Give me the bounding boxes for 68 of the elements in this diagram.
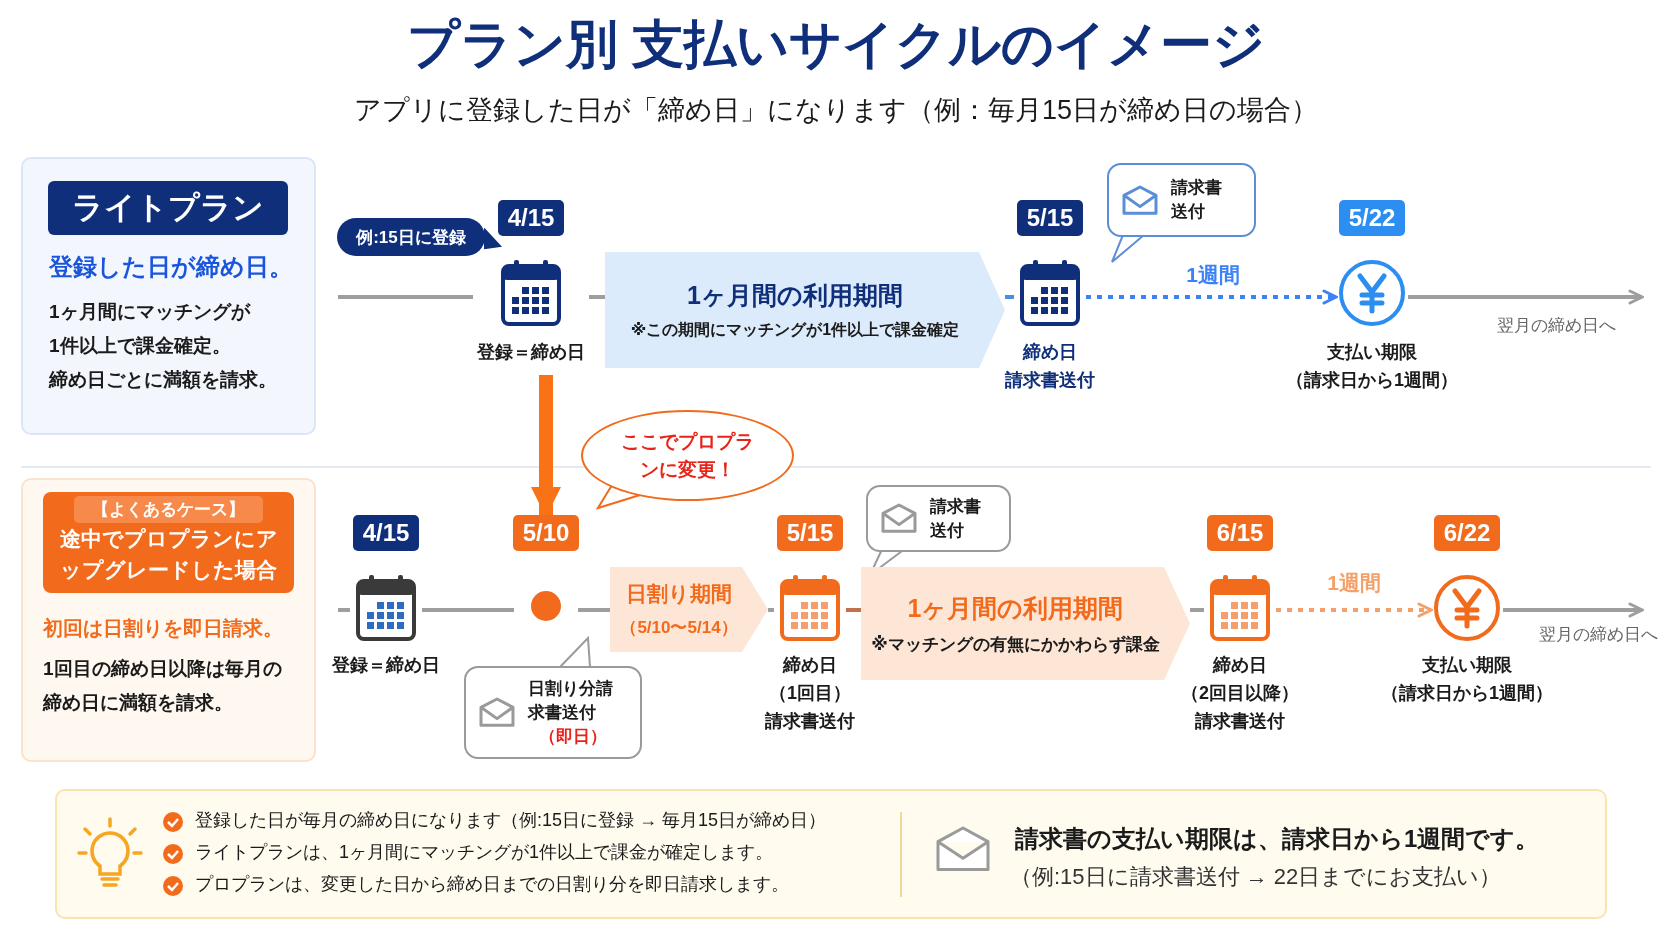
connector-line — [422, 608, 514, 612]
connector-line — [578, 608, 610, 612]
body-text: 締め日ごとに満額を請求。 — [49, 368, 278, 392]
period-title: 1ヶ月間の利用期間 — [907, 592, 1124, 624]
plan-panel — [21, 157, 316, 435]
body-text: 1回目の締め日以降は毎月の締め日に満額を請求。 — [43, 657, 283, 715]
connector-line — [338, 608, 350, 612]
thick-arrow — [531, 375, 561, 517]
caption-text: 締め日 — [783, 654, 837, 677]
bubble-text: 請求書送付 — [1171, 177, 1223, 223]
caption-text: 登録＝締め日 — [332, 654, 440, 677]
arrow — [1503, 602, 1644, 618]
connector-line — [768, 608, 774, 612]
caption-text: 請求書送付 — [1005, 369, 1095, 392]
note-text: ライトプランは、1ヶ月間にマッチングが1件以上で課金が確定します。 — [195, 841, 774, 864]
note-text: プロプランは、変更した日から締め日までの日割り分を即日請求します。 — [195, 873, 789, 896]
date-badge: 5/10 — [512, 515, 580, 551]
date-badge: 6/22 — [1433, 515, 1501, 551]
period-banner — [610, 567, 768, 652]
caption-text: （請求日から1週間） — [1381, 682, 1553, 705]
connector-line — [589, 295, 605, 299]
connector-line — [338, 295, 473, 299]
caption-text: （2回目以降） — [1181, 682, 1299, 705]
highlight-text: 登録した日が締め日。 — [49, 252, 294, 282]
caption-text: 請求書送付 — [1195, 710, 1285, 733]
speech-bubble — [464, 666, 642, 759]
note-text: 請求書の支払い期限は、請求日から1週間です。 — [1015, 824, 1540, 854]
body-text: 1ヶ月間にマッチングが1件以上で課金確定。 — [49, 300, 252, 358]
arrow — [1276, 602, 1433, 618]
note-text: （例:15日に請求書送付 → 22日までにお支払い） — [1010, 863, 1502, 891]
note-text: （5/10〜5/14） — [620, 617, 738, 639]
caption-text: （請求日から1週間） — [1286, 369, 1458, 392]
bubble-text: 日割り分請求書送付 — [528, 677, 614, 724]
date-badge: 5/15 — [776, 515, 844, 551]
period-banner — [861, 567, 1190, 680]
period-title: 1ヶ月間の利用期間 — [687, 280, 903, 311]
caption-text: 支払い期限 — [1422, 654, 1512, 677]
caption-text: 支払い期限 — [1327, 341, 1417, 364]
date-badge: 5/15 — [1016, 200, 1084, 236]
case-panel — [21, 478, 316, 762]
caption-text: 登録＝締め日 — [477, 341, 585, 364]
heading-text: 途中でプロプランにアップグレードした場合 — [58, 526, 279, 583]
connector-line — [846, 608, 861, 612]
bubble-text: ここでプロプランに変更！ — [620, 429, 755, 482]
plan-badge: ライトプラン — [48, 181, 288, 235]
highlight-text: 初回は日割りを即日請求。 — [43, 616, 284, 641]
note-text: 登録した日が毎月の締め日になります（例:15日に登録 → 毎月15日が締め日） — [195, 809, 827, 832]
caption-text: （1回目） — [769, 682, 851, 705]
note-text: ※この期間にマッチングが1件以上で課金確定 — [630, 320, 960, 340]
caption-text: 締め日 — [1023, 341, 1077, 364]
note-text: ※マッチングの有無にかかわらず課金 — [871, 633, 1160, 656]
date-badge: 4/15 — [497, 200, 565, 236]
subtitle-text: アプリに登録した日が「締め日」になります（例：毎月15日が締め日の場合） — [352, 94, 1319, 127]
connector-line — [1005, 295, 1014, 299]
title-text: プラン別 支払いサイクルのイメージ — [405, 14, 1267, 75]
caption-text: 締め日 — [1213, 654, 1267, 677]
period-banner — [605, 252, 1005, 368]
tag-text: 【よくあるケース】 — [74, 496, 263, 523]
date-badge: 6/15 — [1206, 515, 1274, 551]
period-title: 日割り期間 — [626, 581, 732, 607]
date-badge: 4/15 — [352, 515, 420, 551]
date-badge: 5/22 — [1338, 200, 1406, 236]
connector-line — [1190, 608, 1204, 612]
note-text: （即日） — [538, 725, 608, 748]
bubble-text: 請求書送付 — [930, 495, 982, 542]
arrow — [1408, 289, 1644, 305]
caption-text: 請求書送付 — [765, 710, 855, 733]
arrow — [1086, 289, 1338, 305]
